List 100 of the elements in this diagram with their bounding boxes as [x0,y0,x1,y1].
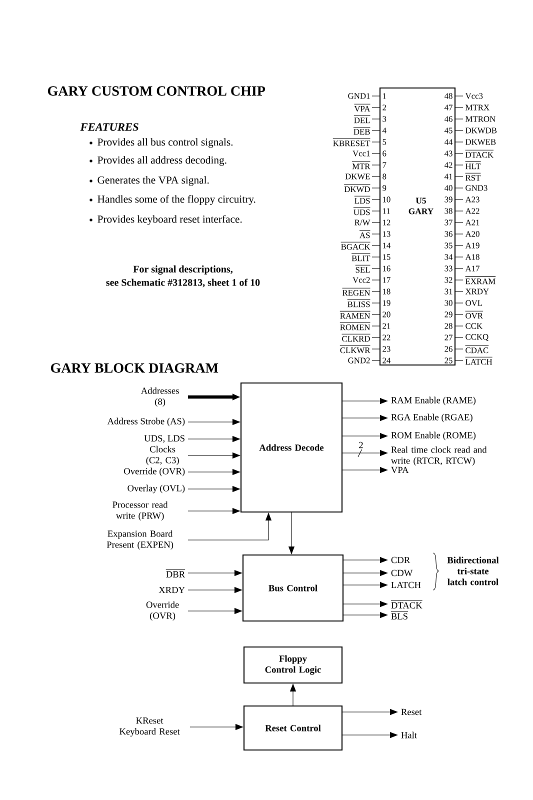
signal-label: KReset Keyboard Reset [120,717,180,737]
bracket-label: Bidirectional tri-state latch control [447,556,499,586]
pin-number: 9 [382,185,386,191]
feature-text: Provides keyboard reset interface. [98,215,242,225]
pin-number: 47 [444,104,452,110]
pin-name: R/W [354,220,370,226]
signal-label: VPA [391,466,409,474]
pin-name: CDAC [465,345,489,354]
signal-label: XRDY [158,586,185,594]
pin-number: 13 [383,231,390,237]
signal-label: RAM Enable (RAME) [391,396,476,406]
block-box: Floppy Control Logic [243,646,343,684]
pin-number: 36 [444,231,452,237]
pin-name: GND3 [466,185,488,191]
pin-name: A19 [465,242,480,248]
signal-label: CDR [391,556,410,564]
pin-number: 44 [444,139,453,145]
pin-name: SEL [355,264,370,273]
signal-label: DTACK [390,600,423,608]
block-box: Bus Control [242,554,344,622]
signal-label: Clocks (C2, C3) [146,446,179,466]
pin-number: 20 [382,312,390,318]
signal-label: Overlay (OVL) [128,484,185,494]
edge-label: 2 [359,442,363,448]
pin-number: 5 [382,139,386,145]
pin-number: 14 [383,242,391,248]
signal-label: CDW [391,570,413,576]
signal-label: Halt [401,732,417,738]
pin-number: 34 [444,254,453,260]
signal-label: Reset [401,708,422,716]
signal-label: Real time clock read and write (RTCR, RTCW) [390,446,487,466]
pin-name: ROMEN [340,322,370,330]
pin-name: GND2 [348,358,370,364]
pin-number: 42 [444,162,452,168]
section-heading: FEATURES [80,123,138,131]
pin-number: 33 [444,266,452,272]
pin-name: CLKWR [340,345,370,354]
signal-label: DBR [166,569,186,578]
pin-number: 4 [382,128,386,134]
signal-label: ROM Enable (ROME) [391,432,476,440]
pin-name: GND1 [348,93,370,99]
pin-name: BLISS [347,299,370,308]
signal-label: RGA Enable (RGAE) [391,414,472,422]
pin-number: 45 [444,128,452,134]
pin-name: KBRESET [332,138,370,146]
pin-number: 43 [444,150,452,156]
pin-number: 17 [383,277,390,283]
pin-name: VPA [354,104,370,112]
pin-name: DEB [353,126,370,135]
signal-label: UDS, LDS [144,435,184,443]
pin-number: 38 [444,208,452,214]
signal-label: Processor read write (PRW) [112,501,168,521]
pin-name: XRDY [465,288,489,294]
pin-number: 16 [383,266,390,272]
pin-name: A23 [465,196,480,202]
pin-number: 48 [444,93,452,99]
pin-name: OVR [465,310,484,319]
pin-name: BGACK [340,242,370,250]
title: GARY CUSTOM CONTROL CHIP [48,86,266,96]
pin-name: RAMEN [340,310,370,319]
pin-name: DKWE [345,174,370,180]
chip-label: U5 GARY [408,198,434,214]
signal-label: Expansion Board Present (EXPEN) [106,530,174,550]
pin-name: MTRON [466,116,496,122]
pin-number: 26 [444,346,452,352]
signal-label: Override (OVR) [146,601,179,621]
pin-number: 21 [382,323,390,329]
pin-name: DEL [354,115,370,124]
pin-number: 10 [383,196,390,202]
pin-name: LATCH [465,356,493,365]
pin-number: 2 [382,104,386,110]
pin-name: DKWEB [466,139,496,145]
pin-name: DTACK [465,150,494,158]
note-text: see Schematic #312813, sheet 1 of 10 [106,278,260,288]
pin-number: 40 [444,185,452,191]
pin-name: DKWD [344,184,370,192]
pin-name: MTR [352,161,370,170]
signal-label: BLS [390,611,408,620]
pin-name: A21 [465,220,480,226]
feature-text: Handles some of the floppy circuitry. [98,195,256,205]
pin-number: 35 [444,242,452,248]
pin-number: 31 [444,288,452,294]
pin-name: RST [465,172,481,181]
pin-name: UDS [353,207,370,216]
signal-label: Address Strobe (AS) [107,418,185,426]
block-box: Address Decode [240,382,343,513]
pin-name: HLT [465,161,482,170]
pin-name: LDS [354,196,370,204]
pin-number: 3 [382,116,386,122]
pin-number: 6 [382,150,386,156]
chip-box [379,87,456,366]
pin-name: A20 [465,231,480,237]
pin-number: 46 [444,116,452,122]
pin-name: CCKQ [466,334,488,341]
note-text: For signal descriptions, [133,265,232,275]
pin-number: 19 [383,300,390,306]
pin-name: AS [359,230,370,238]
pin-name: OVL [466,300,482,306]
section-heading: GARY BLOCK DIAGRAM [50,363,218,373]
pin-name: Vcc1 [352,150,370,156]
